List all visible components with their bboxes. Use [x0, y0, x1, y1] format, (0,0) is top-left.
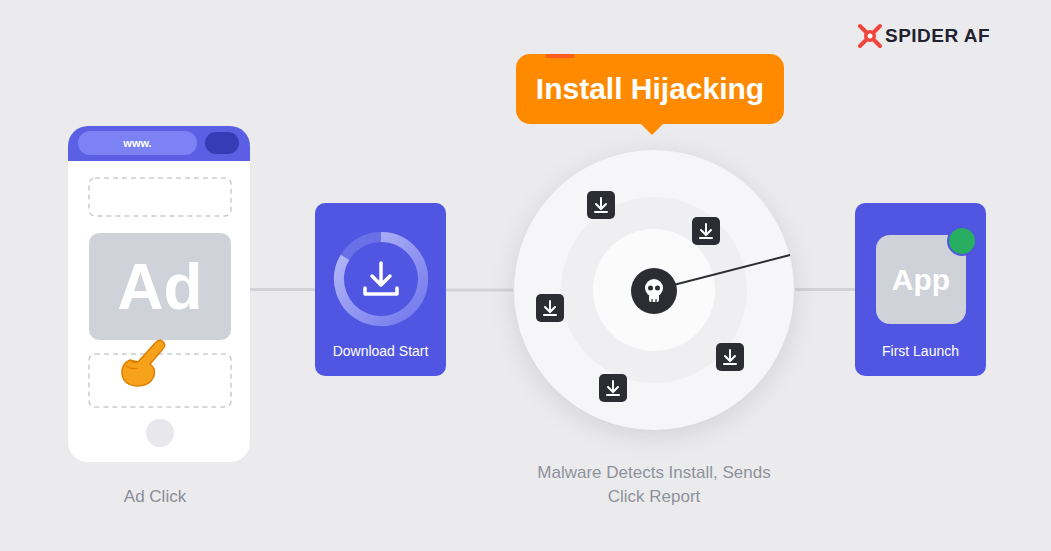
process-box: Download Start	[315, 203, 446, 376]
download-icon	[716, 343, 744, 371]
download-icon	[692, 217, 720, 245]
url-bar: www.	[78, 131, 197, 155]
notification-dot	[948, 227, 976, 255]
download-icons	[536, 191, 744, 402]
download-icon	[536, 294, 564, 322]
node-text: Ad Click	[48, 486, 262, 508]
node-text: Ad	[117, 250, 202, 324]
circle-shape	[513, 149, 795, 431]
process-box: First Launch App	[855, 203, 986, 376]
callout-tab	[546, 54, 574, 58]
radar-circle: Malware Detects Install, Sends Click Rep…	[513, 149, 795, 431]
callout-pointer	[640, 123, 664, 135]
home-button	[146, 419, 174, 447]
url-button	[205, 132, 239, 154]
node-text: Malware Detects Install, Sends Click Rep…	[534, 461, 774, 509]
logo-text: SPIDER AF	[885, 25, 990, 47]
ad-box: Ad	[89, 233, 231, 340]
callout-box: Install Hijacking	[516, 54, 784, 124]
logo-icon	[860, 26, 880, 46]
dashed-slot	[89, 354, 231, 407]
hand-icon	[122, 340, 165, 386]
node-text: First Launch	[855, 343, 986, 359]
node-text: Install Hijacking	[536, 72, 764, 106]
connector-line	[250, 288, 315, 291]
connector-line	[446, 289, 513, 292]
phone-mockup: Ad Clickwww.Ad	[68, 126, 250, 462]
node-text: App	[892, 263, 950, 297]
download-icon	[587, 191, 615, 219]
download-icon	[599, 374, 627, 402]
dashed-slot	[89, 178, 231, 216]
download-progress-icon	[339, 237, 423, 321]
node-text: www.	[123, 137, 151, 149]
connector-line	[795, 288, 855, 291]
skull-icon	[631, 268, 677, 314]
node-text: Download Start	[315, 343, 446, 359]
radar-hand	[654, 255, 790, 290]
app-tile: App	[876, 235, 966, 324]
